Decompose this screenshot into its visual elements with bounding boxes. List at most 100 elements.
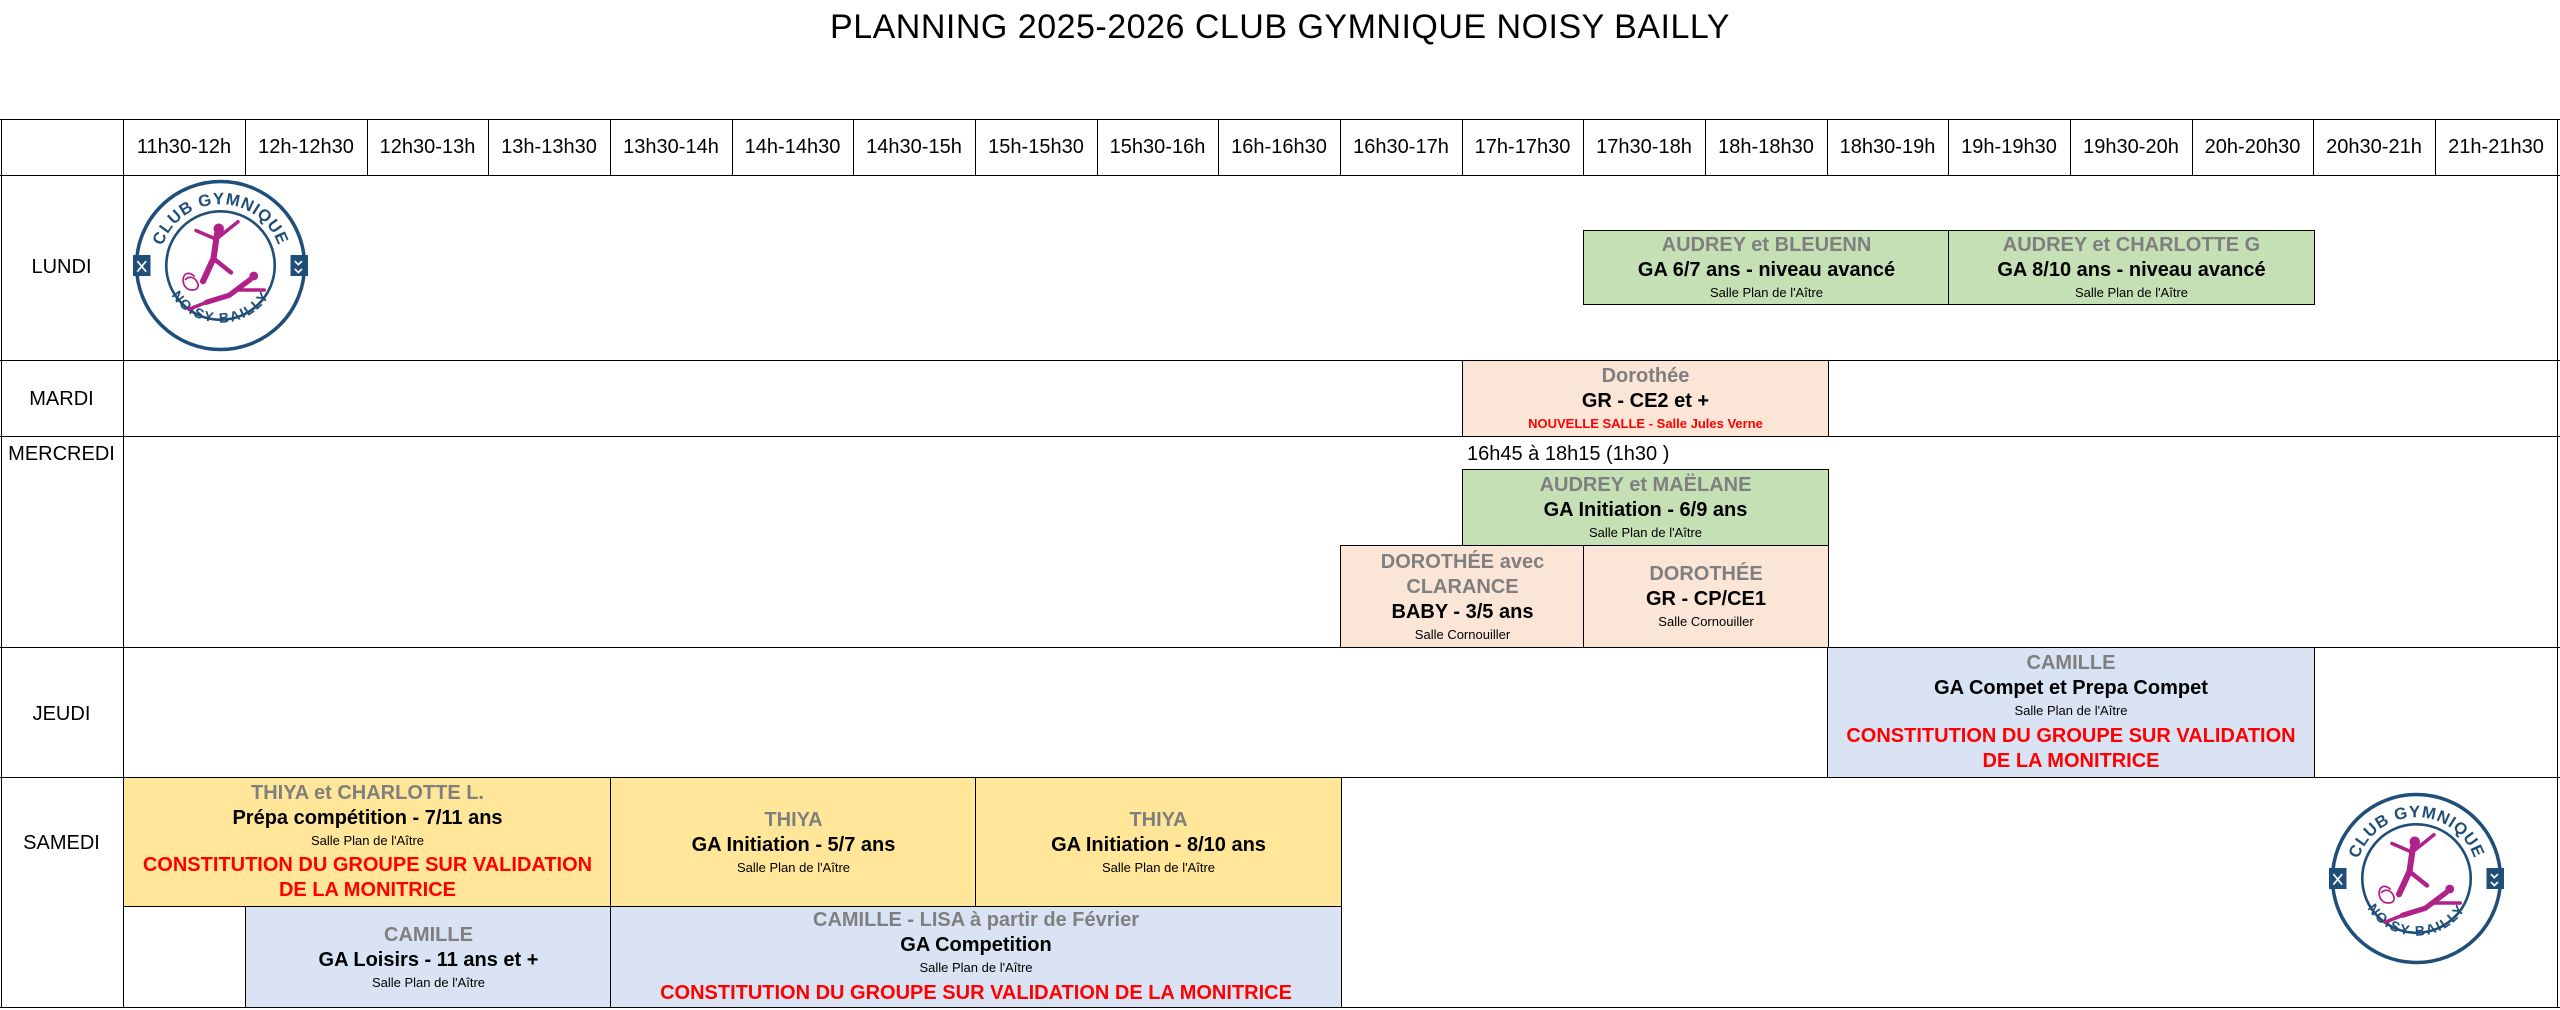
session-warning: CONSTITUTION DU GROUPE SUR VALIDATION DE… (660, 981, 1292, 1004)
time-slot-header: 16h30-17h (1353, 135, 1449, 158)
session-group: GA Competition (900, 934, 1052, 957)
time-slot-header: 14h-14h30 (744, 135, 841, 158)
grid-line (123, 119, 124, 1007)
session-room: NOUVELLE SALLE - Salle Jules Verne (1528, 416, 1763, 432)
session-block: CAMILLE GA Compet et Prepa Compet Salle … (1827, 647, 2315, 778)
time-slot-header: 18h-18h30 (1718, 135, 1814, 158)
session-room: Salle Plan de l'Aître (2014, 703, 2128, 719)
day-label-mardi: MARDI (29, 388, 94, 410)
session-group: GA Compet et Prepa Compet (1934, 677, 2208, 700)
grid-line (0, 360, 2560, 361)
time-slot-header: 15h-15h30 (988, 135, 1084, 158)
time-slot-header: 18h30-19h (1839, 135, 1936, 158)
day-label-samedi: SAMEDI (23, 832, 100, 854)
grid-line (0, 436, 2560, 437)
session-block: AUDREY et BLEUENN GA 6/7 ans - niveau av… (1583, 230, 1950, 305)
grid-line (1462, 119, 1463, 175)
time-slot-header: 16h-16h30 (1231, 135, 1327, 158)
session-coach: AUDREY et BLEUENN (1661, 234, 1872, 257)
grid-line (1218, 119, 1219, 175)
session-group: GR - CE2 et + (1581, 390, 1710, 413)
club-logo: CLUB GYMNIQUE NOISY BAILLY (2329, 791, 2504, 971)
grid-line (732, 119, 733, 175)
session-block: DOROTHÉE GR - CP/CE1 Salle Cornouiller (1583, 545, 1829, 648)
grid-line (488, 119, 489, 175)
grid-line (0, 119, 2560, 120)
session-group: Prépa compétition - 7/11 ans (232, 806, 503, 829)
time-slot-header: 20h30-21h (2326, 135, 2422, 158)
session-warning: CONSTITUTION DU GROUPE SUR VALIDATION DE… (142, 854, 593, 902)
grid-line (1, 119, 2, 1007)
session-group: GA Initiation - 5/7 ans (691, 833, 896, 856)
grid-line (1340, 119, 1341, 175)
session-coach: AUDREY et CHARLOTTE G (2002, 234, 2261, 257)
session-coach: CAMILLE - LISA à partir de Février (813, 909, 1139, 932)
session-group: GA Initiation - 8/10 ans (1051, 833, 1266, 856)
grid-line (853, 119, 854, 175)
time-slot-header: 19h30-20h (2083, 135, 2179, 158)
grid-line (0, 647, 2560, 648)
session-group: BABY - 3/5 ans (1391, 600, 1534, 623)
session-coach: DOROTHÉE (1649, 563, 1763, 586)
time-slot-header: 20h-20h30 (2204, 135, 2301, 158)
grid-line (2192, 119, 2193, 175)
session-coach: Dorothée (1601, 365, 1690, 388)
session-room: Salle Plan de l'Aître (2074, 285, 2189, 301)
session-block: AUDREY et CHARLOTTE G GA 8/10 ans - nive… (1948, 230, 2315, 305)
time-slot-header: 13h30-14h (623, 135, 719, 158)
session-room: Salle Plan de l'Aître (1588, 525, 1703, 541)
session-room: Salle Plan de l'Aître (736, 859, 851, 875)
session-coach: THIYA (764, 808, 823, 831)
session-group: GA Initiation - 6/9 ans (1543, 499, 1748, 522)
session-warning: CONSTITUTION DU GROUPE SUR VALIDATION DE… (1846, 724, 2296, 772)
session-block: CAMILLE - LISA à partir de Février GA Co… (610, 906, 1342, 1008)
time-slot-header: 14h30-15h (866, 135, 962, 158)
grid-line (1948, 119, 1949, 175)
time-slot-header: 11h30-12h (136, 135, 232, 158)
grid-line (610, 119, 611, 175)
session-room: Salle Plan de l'Aître (1709, 285, 1824, 301)
grid-line (245, 119, 246, 175)
club-logo-graphic: CLUB GYMNIQUE NOISY BAILLY (133, 179, 308, 352)
grid-line (2070, 119, 2071, 175)
page-title: PLANNING 2025-2026 CLUB GYMNIQUE NOISY B… (830, 8, 1730, 46)
session-time-note: 16h45 à 18h15 (1h30 ) (1467, 443, 1670, 465)
session-block: THIYA GA Initiation - 5/7 ans Salle Plan… (610, 777, 977, 907)
session-coach: THIYA et CHARLOTTE L. (251, 781, 484, 804)
session-block: DOROTHÉE avec CLARANCE BABY - 3/5 ans Sa… (1340, 545, 1585, 648)
time-slot-header: 13h-13h30 (501, 135, 597, 158)
grid-line (975, 119, 976, 175)
session-block: AUDREY et MAËLANE GA Initiation - 6/9 an… (1462, 469, 1829, 546)
grid-line (2435, 119, 2436, 175)
session-coach: CAMILLE (2026, 652, 2116, 675)
grid-line (1705, 119, 1706, 175)
session-room: Salle Plan de l'Aître (371, 974, 486, 990)
session-group: GR - CP/CE1 (1645, 588, 1767, 611)
time-slot-header: 12h30-13h (379, 135, 476, 158)
club-logo: CLUB GYMNIQUE NOISY BAILLY (133, 178, 308, 358)
session-room: Salle Plan de l'Aître (310, 832, 425, 848)
grid-line (1827, 119, 1828, 175)
session-group: GA Loisirs - 11 ans et + (318, 948, 539, 971)
grid-line (2313, 119, 2314, 175)
grid-line (0, 175, 2560, 176)
time-slot-header: 17h-17h30 (1474, 135, 1571, 158)
session-coach: DOROTHÉE avec CLARANCE (1380, 550, 1545, 598)
session-coach: AUDREY et MAËLANE (1539, 474, 1752, 497)
grid-line (367, 119, 368, 175)
session-block: Dorothée GR - CE2 et + NOUVELLE SALLE - … (1462, 360, 1829, 437)
time-slot-header: 12h-12h30 (258, 135, 354, 158)
session-block: THIYA GA Initiation - 8/10 ans Salle Pla… (975, 777, 1342, 907)
day-label-lundi: LUNDI (31, 256, 92, 278)
session-coach: THIYA (1129, 808, 1188, 831)
day-label-jeudi: JEUDI (32, 703, 91, 725)
session-block: CAMILLE GA Loisirs - 11 ans et + Salle P… (245, 906, 612, 1008)
session-group: GA 6/7 ans - niveau avancé (1637, 259, 1896, 282)
grid-line (2557, 119, 2558, 1007)
session-group: GA 8/10 ans - niveau avancé (1997, 259, 2266, 282)
time-slot-header: 19h-19h30 (1961, 135, 2057, 158)
grid-line (1583, 119, 1584, 175)
session-coach: CAMILLE (384, 923, 473, 946)
time-slot-header: 17h30-18h (1596, 135, 1692, 158)
day-label-mercredi: MERCREDI (8, 443, 115, 465)
